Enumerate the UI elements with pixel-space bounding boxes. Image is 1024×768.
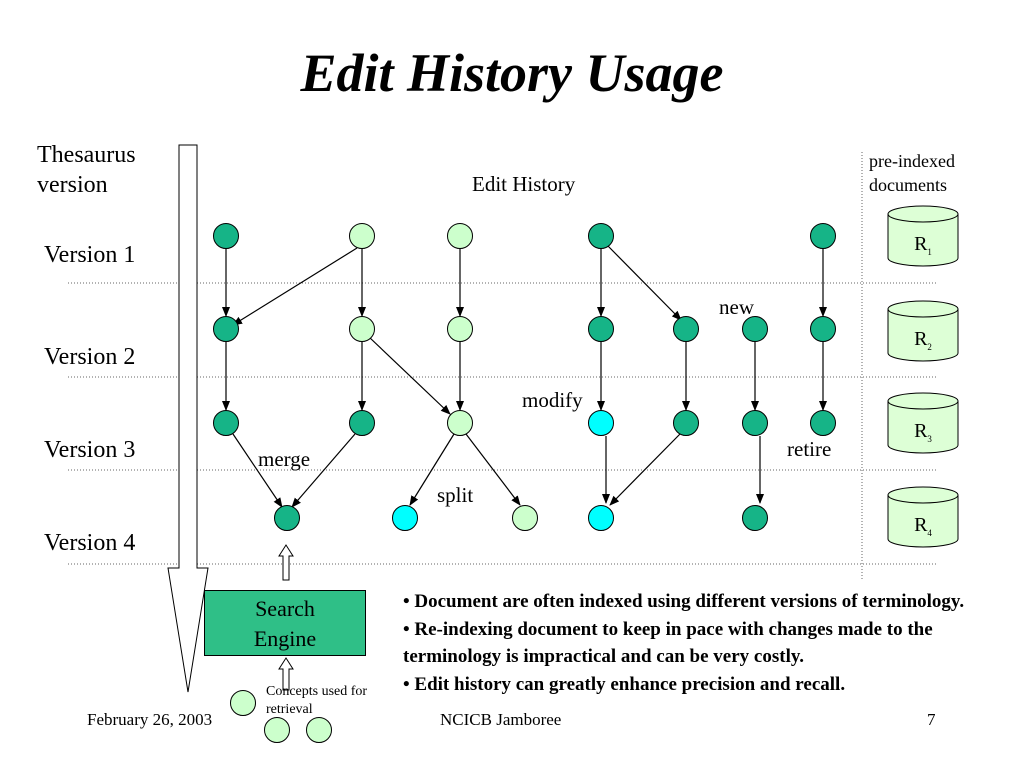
thesaurus-version-arrow <box>167 144 209 693</box>
repository-cylinder-r2[interactable] <box>887 300 959 362</box>
version-separators <box>68 282 938 565</box>
footer-center: NCICB Jamboree <box>440 710 562 729</box>
version-label-4: Version 4 <box>44 530 136 556</box>
concept-node[interactable] <box>213 410 239 436</box>
thesaurus-label-line: Thesaurus <box>37 142 136 168</box>
bullet-item: • Document are often indexed using diffe… <box>403 591 965 612</box>
concept-node[interactable] <box>447 223 473 249</box>
edge <box>609 433 681 506</box>
concept-node[interactable] <box>673 316 699 342</box>
repository-label-r3: R3 <box>888 420 958 444</box>
edge <box>232 433 283 508</box>
repo-subscript: 1 <box>927 247 932 257</box>
concept-node[interactable] <box>742 505 768 531</box>
annotation-merge: merge <box>258 447 311 471</box>
version-label-3: Version 3 <box>44 437 136 463</box>
concept-node[interactable] <box>274 505 300 531</box>
edge <box>232 247 358 326</box>
pre-indexed-documents-label: pre-indexed documents <box>869 149 955 197</box>
repo-letter: R <box>914 233 928 255</box>
retrieval-concept-node <box>306 717 332 743</box>
bullet-item: • Edit history can greatly enhance preci… <box>403 673 846 695</box>
retrieval-concept-node <box>264 717 290 743</box>
thesaurus-label-line: version <box>37 172 108 198</box>
edge <box>368 336 451 415</box>
repo-letter: R <box>914 514 928 536</box>
bullet-list: • Document are often indexed using diffe… <box>403 588 993 698</box>
concept-node[interactable] <box>588 505 614 531</box>
concept-node[interactable] <box>588 316 614 342</box>
repo-subscript: 2 <box>927 342 932 352</box>
concept-node[interactable] <box>447 410 473 436</box>
concept-node[interactable] <box>213 316 239 342</box>
pre-indexed-line: documents <box>869 175 947 195</box>
search-engine-box[interactable]: Search Engine <box>204 590 366 656</box>
repo-letter: R <box>914 420 928 442</box>
concepts-label-line: Concepts used for <box>266 684 368 699</box>
concept-node[interactable] <box>392 505 418 531</box>
concept-node[interactable] <box>742 316 768 342</box>
concept-nodes <box>213 223 836 743</box>
repository-cylinder-r1[interactable] <box>887 205 959 267</box>
concepts-used-label: Concepts used for retrieval <box>266 683 367 719</box>
concept-node[interactable] <box>673 410 699 436</box>
concept-node[interactable] <box>512 505 538 531</box>
repo-subscript: 4 <box>927 528 932 538</box>
concept-node[interactable] <box>213 223 239 249</box>
annotation-new: new <box>719 295 754 319</box>
thesaurus-version-label: Thesaurus version <box>37 140 136 200</box>
edge <box>409 433 455 506</box>
annotation-retire: retire <box>787 437 832 461</box>
repository-cylinder-r4[interactable] <box>887 486 959 548</box>
up-arrow-icon <box>278 544 294 581</box>
repository-label-r1: R1 <box>888 233 958 257</box>
repository-cylinder-r3[interactable] <box>887 392 959 454</box>
repository-cylinders <box>887 205 959 548</box>
concept-node[interactable] <box>810 410 836 436</box>
concept-node[interactable] <box>588 410 614 436</box>
slide-title: Edit History Usage <box>300 43 724 103</box>
repo-letter: R <box>914 328 928 350</box>
repository-label-r4: R4 <box>888 514 958 538</box>
edit-history-label: Edit History <box>472 172 576 196</box>
concept-node[interactable] <box>447 316 473 342</box>
annotation-split: split <box>437 483 474 507</box>
pre-indexed-line: pre-indexed <box>869 151 955 171</box>
concept-node[interactable] <box>742 410 768 436</box>
search-engine-label: Search <box>255 596 315 621</box>
repo-subscript: 3 <box>927 434 932 444</box>
up-arrow-icon <box>278 657 294 691</box>
edit-history-edges <box>222 245 827 508</box>
edge <box>607 245 682 321</box>
concept-node[interactable] <box>810 223 836 249</box>
version-label-2: Version 2 <box>44 344 136 370</box>
concept-node[interactable] <box>588 223 614 249</box>
repository-label-r2: R2 <box>888 328 958 352</box>
bullet-item: • Re-indexing document to keep in pace w… <box>403 618 933 668</box>
concepts-label-line: retrieval <box>266 702 313 717</box>
concept-node[interactable] <box>349 223 375 249</box>
edge <box>291 433 356 508</box>
footer-date: February 26, 2003 <box>87 710 213 729</box>
footer-page-number: 7 <box>927 710 936 729</box>
edge <box>465 433 521 506</box>
concept-node[interactable] <box>349 316 375 342</box>
concept-node[interactable] <box>349 410 375 436</box>
search-engine-label: Engine <box>253 626 317 651</box>
annotation-modify: modify <box>522 388 583 412</box>
retrieval-concept-node <box>230 690 256 716</box>
concept-node[interactable] <box>810 316 836 342</box>
version-label-1: Version 1 <box>44 242 136 268</box>
